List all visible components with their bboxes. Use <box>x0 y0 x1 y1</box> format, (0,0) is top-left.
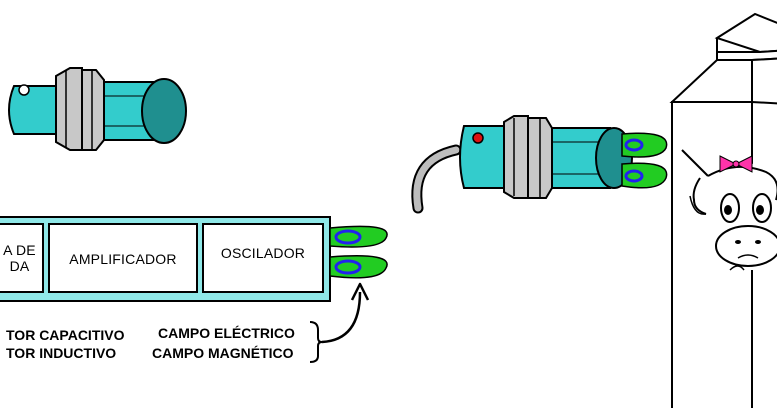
sensor-with-cable-icon <box>411 115 668 214</box>
capacitive-caption: TOR CAPACITIVO <box>6 327 125 343</box>
oscillator-label: OSCILADOR <box>220 245 306 261</box>
output-stage-line1: A DE <box>3 242 36 258</box>
sensor-top-left-icon <box>8 67 187 151</box>
amplifier-block <box>48 223 198 293</box>
milk-carton-cow-icon <box>669 12 777 408</box>
amplifier-label: AMPLIFICADOR <box>69 251 177 267</box>
electric-field-caption: CAMPO ELÉCTRICO <box>158 325 295 341</box>
output-stage-line2: DA <box>9 258 30 274</box>
bracket-arrow-icon <box>309 282 370 363</box>
oscillator-block <box>202 223 324 293</box>
panel-field-icon <box>329 225 388 279</box>
output-stage-block <box>0 223 44 293</box>
output-stage-label: A DE DA <box>0 242 43 274</box>
inductive-caption: TOR INDUCTIVO <box>6 345 117 361</box>
magnetic-field-caption: CAMPO MAGNÉTICO <box>152 345 294 361</box>
block-diagram-panel <box>0 216 331 302</box>
